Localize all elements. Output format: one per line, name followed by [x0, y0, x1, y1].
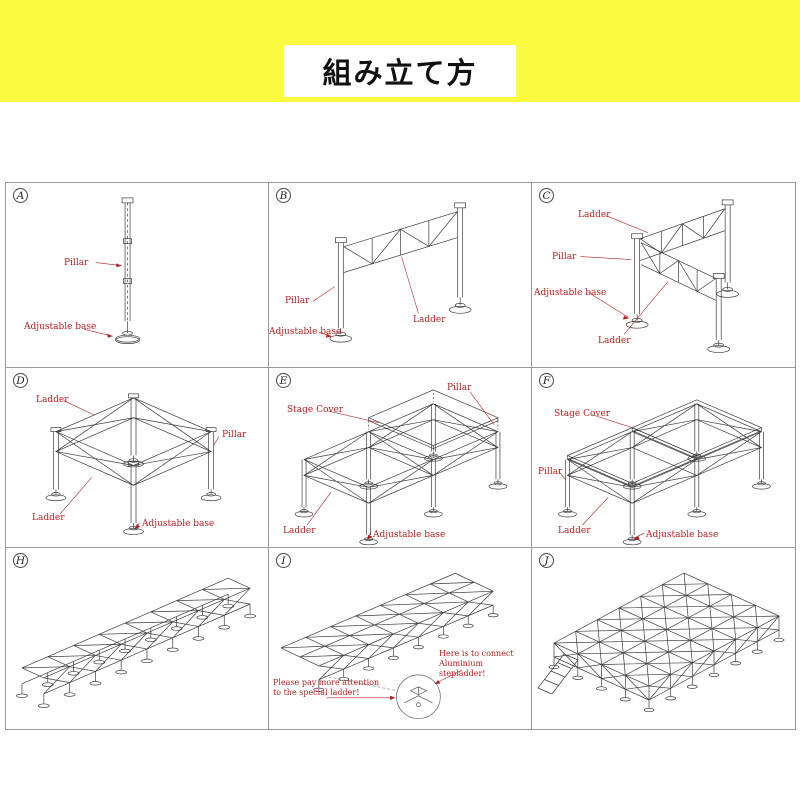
label-ladder: Ladder: [413, 315, 446, 325]
panel-letter: J: [539, 553, 554, 568]
label-ladder: Ladder: [36, 395, 69, 405]
label-adjustable-base: Adjustable base: [373, 530, 446, 540]
label-pillar: Pillar: [447, 383, 472, 393]
panel-d: D Ladder Pillar Ladder Adjustable base: [6, 368, 269, 548]
label-adjustable-base: Adjustable base: [269, 327, 342, 337]
label-adjustable-base: Adjustable base: [646, 530, 719, 540]
panel-letter: C: [539, 188, 554, 203]
steps-grid: A Pillar Adjustable base: [5, 182, 796, 730]
title-box: 組み立て方: [284, 45, 516, 97]
label-adjustable-base: Adjustable base: [534, 288, 607, 298]
panel-i: I Please pay more attention to the speci…: [269, 548, 532, 729]
label-ladder: Ladder: [578, 210, 611, 220]
note-stepladder-connect: Here is to connect Aluminium stepladder!: [439, 649, 514, 678]
panel-e-drawing: [294, 389, 508, 546]
panel-letter: E: [276, 373, 291, 388]
panel-letter: F: [539, 373, 554, 388]
panel-j-drawing: [537, 572, 785, 713]
label-stage-cover: Stage Cover: [287, 405, 344, 415]
label-ladder: Ladder: [283, 526, 316, 536]
label-ladder: Ladder: [598, 336, 631, 346]
panel-b-drawing: [312, 202, 472, 343]
panel-b: B Pillar Adjustable base Ladder: [269, 183, 532, 368]
panel-letter: H: [13, 553, 28, 568]
panel-a-drawing: [83, 197, 140, 344]
panel-c-drawing: [580, 199, 739, 353]
page-title: 組み立て方: [322, 58, 478, 90]
panel-c: C Ladder Pillar Adjustable base Ladder: [532, 183, 795, 368]
label-pillar: Pillar: [538, 467, 563, 477]
panel-i-drawing: [280, 572, 499, 720]
panel-f: F Stage Cover Pillar Ladder Adjustable b…: [532, 368, 795, 548]
panel-f-drawing: [558, 399, 771, 546]
panel-e: E Stage Cover Pillar Ladder Adjustable b…: [269, 368, 532, 548]
panel-h-drawing: [16, 577, 256, 708]
panel-d-drawing: [45, 393, 222, 535]
label-adjustable-base: Adjustable base: [142, 519, 215, 529]
label-ladder: Ladder: [32, 513, 65, 523]
title-band: 組み立て方: [0, 0, 800, 102]
panel-h: H: [6, 548, 269, 729]
label-pillar: Pillar: [222, 430, 247, 440]
panel-letter: B: [276, 188, 291, 203]
label-pillar: Pillar: [285, 296, 310, 306]
panel-letter: A: [13, 188, 28, 203]
label-ladder: Ladder: [558, 526, 591, 536]
label-stage-cover: Stage Cover: [554, 409, 611, 419]
panel-letter: I: [276, 553, 291, 568]
panel-a: A Pillar Adjustable base: [6, 183, 269, 368]
label-pillar: Pillar: [64, 258, 89, 268]
label-adjustable-base: Adjustable base: [24, 322, 97, 332]
panel-j: J: [532, 548, 795, 729]
label-pillar: Pillar: [552, 252, 577, 262]
note-special-ladder: Please pay more attention to the special…: [273, 678, 380, 697]
panel-letter: D: [13, 373, 28, 388]
